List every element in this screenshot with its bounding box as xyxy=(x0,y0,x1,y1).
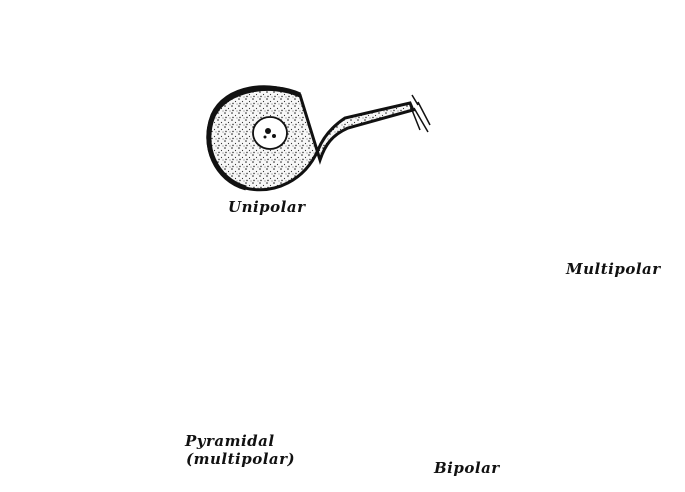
unipolar-cell-body xyxy=(208,87,413,190)
pyramidal-sublabel: (multipolar) xyxy=(186,450,295,468)
unipolar-label: Unipolar xyxy=(228,198,306,216)
bipolar-label: Bipolar xyxy=(434,459,500,477)
pyramidal-label: Pyramidal xyxy=(185,432,275,450)
unipolar-neuron xyxy=(208,87,430,190)
multipolar-label: Multipolar xyxy=(566,260,661,278)
unipolar-axon-tip xyxy=(410,95,430,132)
